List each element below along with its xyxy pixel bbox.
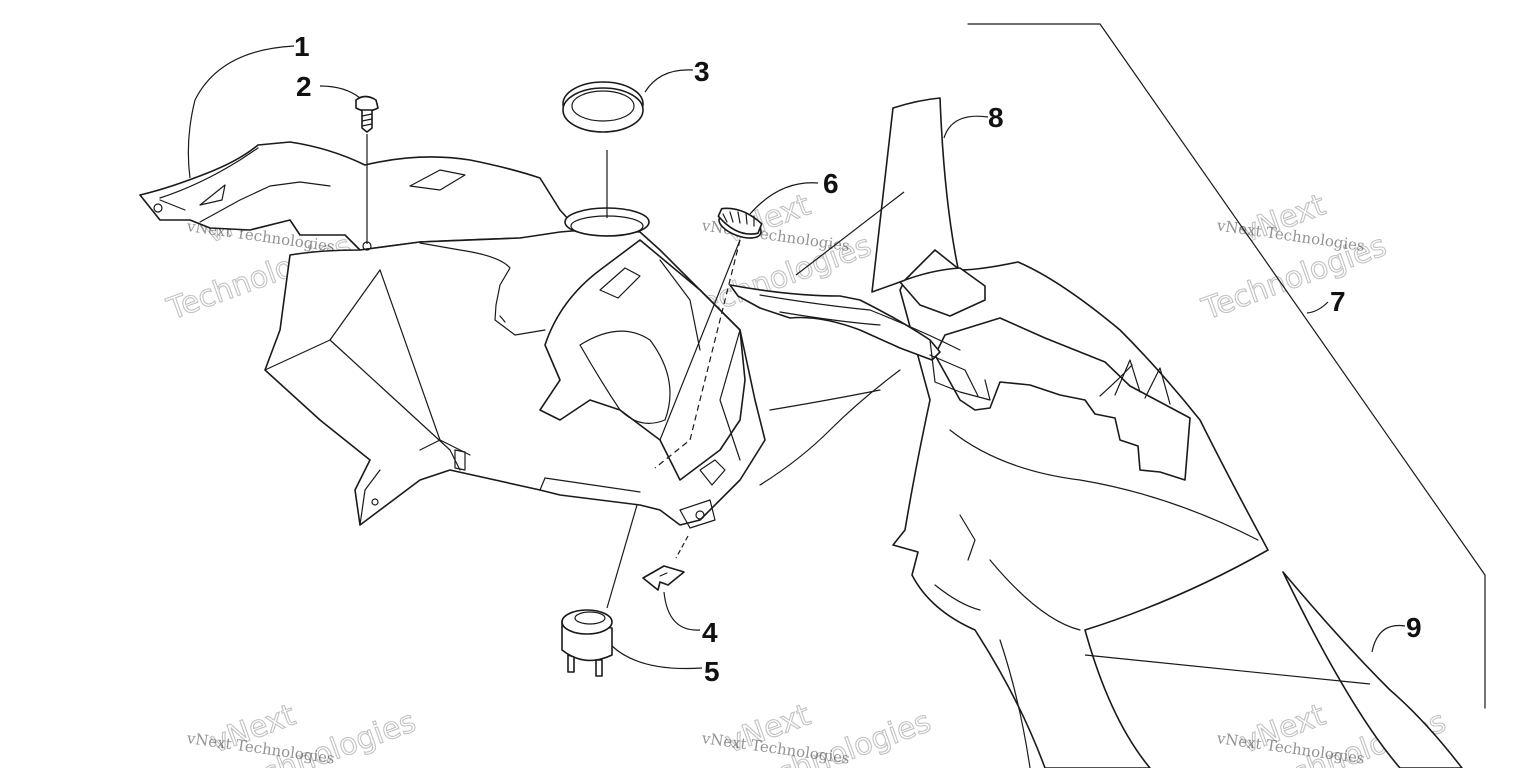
part-4-clip (642, 535, 689, 591)
callout-6: 6 (823, 168, 839, 199)
switch-install-line (606, 504, 638, 609)
part-7-windshield (967, 23, 1486, 709)
part-6-cap (717, 207, 763, 239)
callout-2: 2 (296, 71, 312, 102)
watermark-bottom-center: vNext Technologies vNext Technologies (700, 697, 936, 768)
leader-1 (187, 45, 295, 179)
clip-install-line (675, 535, 689, 559)
leader-6 (749, 182, 819, 215)
leader-9 (1371, 624, 1406, 653)
callout-7: 7 (1330, 286, 1346, 317)
watermark-bottom-left: vNext Technologies vNext Technologies (185, 697, 421, 768)
panel-reference-line (1084, 654, 1371, 685)
leader-4 (663, 591, 701, 631)
callout-leaders (187, 45, 1406, 670)
leader-3 (644, 69, 694, 93)
callout-5: 5 (704, 656, 720, 687)
center-bracket (729, 267, 991, 486)
callout-8: 8 (988, 102, 1004, 133)
leader-2 (319, 85, 361, 99)
part-3-ring (562, 81, 644, 218)
part-8-fin (871, 97, 959, 293)
callout-3: 3 (694, 56, 710, 87)
part-9-side-panel (1282, 571, 1463, 768)
watermark-top-right: vNext Technologies vNext Technologies (1197, 187, 1392, 328)
leader-5 (611, 645, 703, 670)
part-2-screw (355, 95, 379, 251)
part-5-switch (561, 504, 638, 677)
right-hood-assembly (892, 249, 1269, 768)
callout-1: 1 (294, 31, 310, 62)
callout-4: 4 (702, 617, 718, 648)
callout-9: 9 (1406, 612, 1422, 643)
cap-install-line-solid (659, 239, 741, 441)
callout-labels: 1 2 3 4 5 6 7 8 9 (294, 31, 1422, 687)
leader-fin-ref (795, 191, 905, 276)
leader-8 (943, 115, 989, 139)
part-1-fairing (139, 141, 766, 529)
leader-7 (1306, 301, 1329, 314)
